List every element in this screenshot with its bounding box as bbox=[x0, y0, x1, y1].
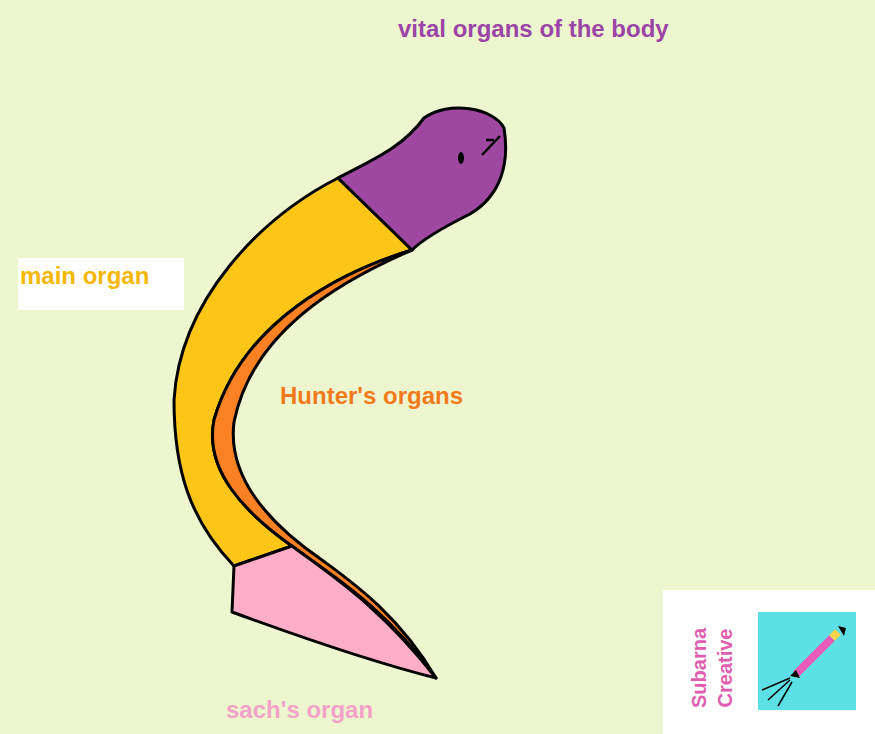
main-organ-region bbox=[174, 178, 412, 566]
sachs-organ-region bbox=[232, 546, 436, 678]
eel-eye bbox=[458, 152, 464, 164]
pencil-icon bbox=[762, 626, 846, 706]
part-label: main organ bbox=[20, 262, 149, 290]
watermark-panel bbox=[663, 590, 875, 734]
label-backdrop bbox=[18, 258, 184, 310]
watermark: Subarna Creative bbox=[686, 616, 738, 720]
part-label: Hunter's organs bbox=[280, 382, 463, 410]
part-label: sach's organ bbox=[226, 696, 373, 724]
eel-mouth bbox=[482, 136, 500, 155]
heading-label: vital organs of the body bbox=[398, 15, 669, 43]
watermark-icon-bg bbox=[758, 612, 856, 710]
hunters-organ-region bbox=[212, 250, 436, 678]
head-region bbox=[338, 108, 506, 250]
